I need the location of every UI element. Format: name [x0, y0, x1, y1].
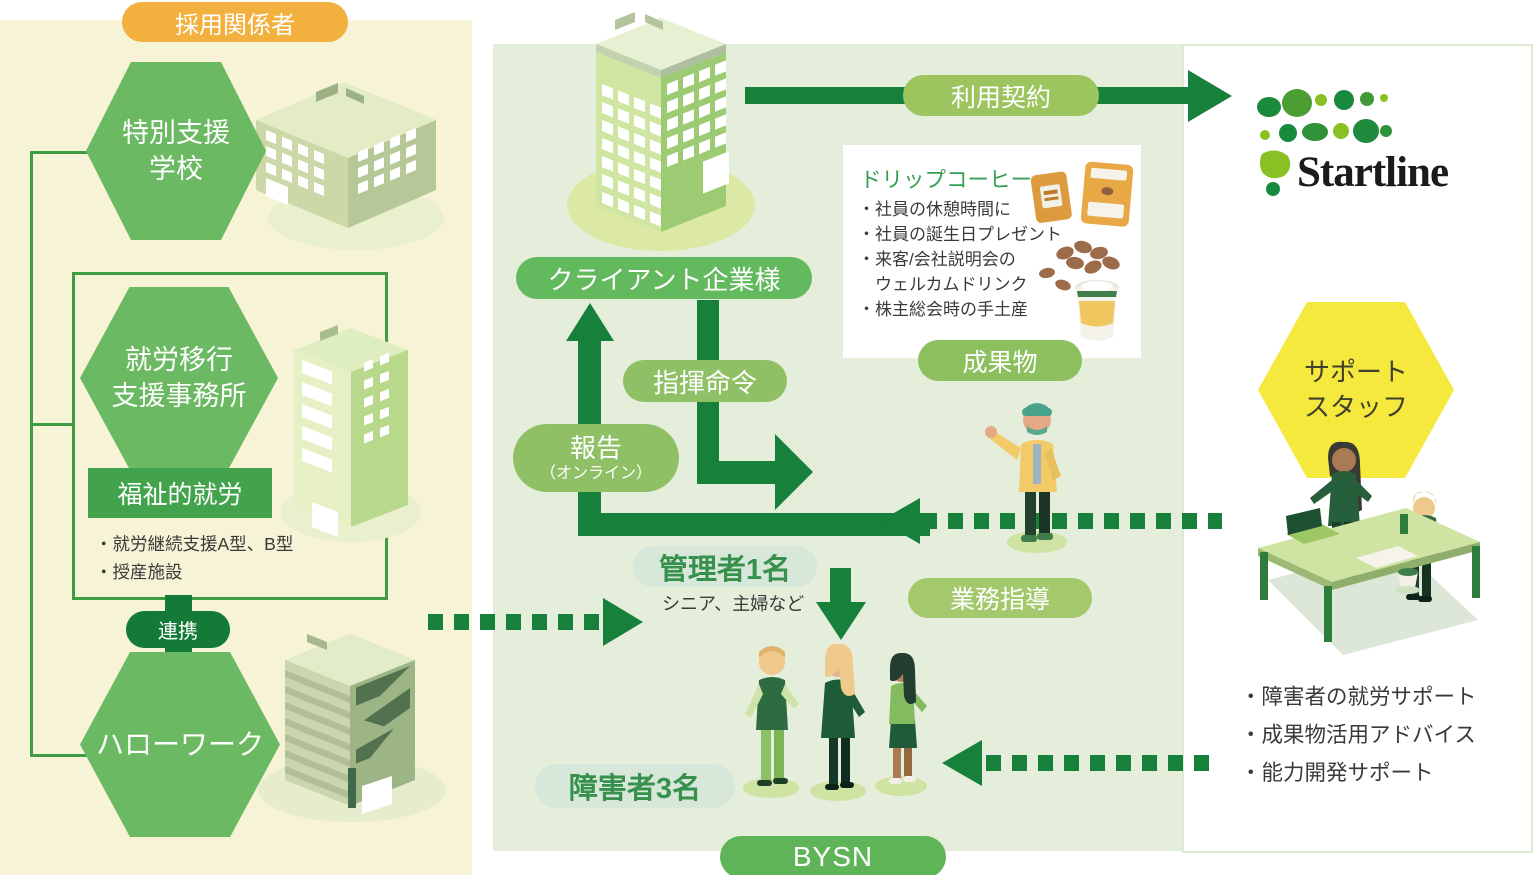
- transition-hex-line2: 支援事務所: [111, 381, 247, 411]
- assign-arrow-head: [816, 602, 866, 640]
- support-hex-line1: サポート: [1303, 356, 1408, 387]
- link-dashed-arrow-line: [428, 614, 603, 630]
- contract-label: 利用契約: [950, 83, 1051, 112]
- deliverable-pill: 成果物: [918, 340, 1082, 381]
- coffee-bullet-3: ・来客/会社説明会の: [858, 250, 1016, 269]
- coffee-bullets: ・社員の休憩時間に ・社員の誕生日プレゼント ・来客/会社説明会の ウェルカムド…: [858, 197, 1062, 322]
- coffee-bullet-1: ・社員の休憩時間に: [858, 200, 1011, 219]
- recruitment-badge: 採用関係者: [122, 2, 348, 42]
- command-arrow-head: [775, 434, 813, 510]
- coffee-title: ドリップコーヒー: [860, 168, 1033, 192]
- connector-vertical-line: [30, 151, 33, 757]
- client-building-illustration: [567, 12, 755, 251]
- recruitment-badge-label: 採用関係者: [175, 11, 295, 39]
- guidance-pill: 業務指導: [908, 578, 1092, 618]
- report-arrow-head: [566, 303, 614, 341]
- client-company-pill: クライアント企業様: [516, 257, 812, 299]
- hellowork-building-illustration: [258, 634, 446, 822]
- bysn-pill: BYSN: [720, 836, 946, 875]
- welfare-employment-label: 福祉的就労: [117, 481, 243, 509]
- startline-logo-dots: [1257, 89, 1392, 196]
- welfare-bullet-2: ・授産施設: [95, 562, 183, 582]
- manager-person-illustration: [985, 403, 1067, 553]
- connector-branch-box: [30, 423, 74, 426]
- report-label-line1: 報告: [569, 432, 622, 463]
- transition-office-building-illustration: [281, 325, 421, 542]
- report-label-line2: （オンライン）: [539, 465, 652, 482]
- client-company-label: クライアント企業様: [547, 264, 781, 295]
- support-staff-illustration: [1258, 441, 1480, 655]
- support-hex-line2: スタッフ: [1303, 392, 1408, 422]
- support-manager-arrow-head: [880, 498, 920, 544]
- support-bullet-1: ・障害者の就労サポート: [1240, 685, 1477, 709]
- contract-arrow-head: [1188, 70, 1232, 122]
- school-building-illustration: [256, 82, 444, 250]
- welfare-employment-box: 福祉的就労: [88, 468, 272, 518]
- guidance-label: 業務指導: [949, 586, 1050, 614]
- workers-count-pill: 障害者3名: [535, 764, 735, 808]
- hellowork-hex-label: ハローワーク: [95, 728, 264, 760]
- support-bullet-3: ・能力開発サポート: [1240, 761, 1434, 785]
- command-label: 指揮命令: [652, 367, 757, 398]
- manager-count-pill: 管理者1名: [633, 546, 817, 587]
- support-bullet-2: ・成果物活用アドバイス: [1240, 723, 1476, 747]
- coffee-illustration: [1030, 161, 1134, 341]
- assign-arrow-shaft: [830, 568, 851, 604]
- link-badge-label: 連携: [158, 621, 198, 643]
- bysn-label: BYSN: [792, 841, 874, 872]
- report-pill: 報告 （オンライン）: [513, 424, 679, 492]
- transition-hex-line1: 就労移行: [125, 344, 233, 375]
- command-arrow-horizontal: [697, 461, 775, 484]
- workers-illustration: [743, 643, 927, 801]
- hexagon-employment-transition-office: 就労移行 支援事務所: [80, 287, 278, 469]
- coffee-bullet-5: ・株主総会時の手土産: [858, 300, 1028, 319]
- startline-logotype: Startline: [1297, 149, 1449, 196]
- workers-count-label: 障害者3名: [568, 773, 702, 805]
- support-workers-arrow-line: [986, 755, 1218, 771]
- startline-panel: [1182, 44, 1533, 853]
- connector-branch-school: [30, 151, 88, 154]
- support-bullets: ・障害者の就労サポート ・成果物活用アドバイス ・能力開発サポート: [1240, 678, 1477, 792]
- coffee-bullet-2: ・社員の誕生日プレゼント: [858, 225, 1062, 244]
- support-workers-arrow-head: [942, 740, 982, 786]
- contract-pill: 利用契約: [903, 75, 1099, 116]
- link-badge: 連携: [126, 611, 230, 648]
- manager-note: シニア、主婦など: [662, 594, 805, 614]
- report-arrow-horizontal: [578, 513, 930, 536]
- link-dashed-arrow-head: [603, 598, 643, 646]
- deliverable-label: 成果物: [962, 348, 1038, 377]
- support-manager-arrow-line: [922, 513, 1222, 529]
- school-hex-line2: 学校: [149, 154, 203, 184]
- school-hex-line1: 特別支援: [122, 117, 230, 148]
- coffee-bullet-4: ウェルカムドリンク: [858, 275, 1028, 294]
- connector-branch-hellowork: [30, 754, 88, 757]
- manager-count-label: 管理者1名: [658, 553, 792, 586]
- command-pill: 指揮命令: [623, 360, 787, 402]
- welfare-bullet-1: ・就労継続支援A型、B型: [95, 534, 294, 554]
